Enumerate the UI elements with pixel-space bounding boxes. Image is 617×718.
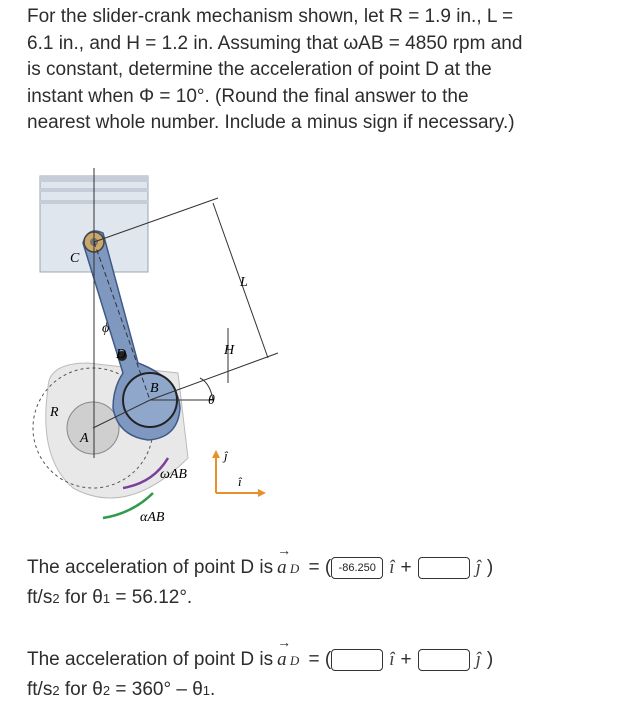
label-c: C [70,251,80,266]
label-j: ĵ [222,448,229,463]
label-d: D [115,347,126,362]
j-hat-icon: ĵ [475,649,481,670]
problem-statement: For the slider-crank mechanism shown, le… [27,4,587,137]
answer-block-1: The acceleration of point D is →a D = ( … [27,544,494,613]
j-component-input-1[interactable] [417,557,470,579]
j-component-input-2[interactable] [417,649,470,671]
label-a: A [79,431,89,446]
vector-a-d-2: →a D [277,636,300,670]
j-hat-icon: ĵ [475,557,481,578]
label-i: î [238,474,243,489]
problem-line-4: instant when Φ = 10°. (Round the final a… [27,85,469,107]
vector-a-d-1: →a D [277,544,300,578]
label-phi: ϕ [102,321,109,336]
problem-line-2: 6.1 in., and H = 1.2 in. Assuming that ω… [27,32,523,54]
i-component-input-1[interactable]: -86.250 [331,557,384,579]
label-b: B [150,381,159,396]
i-hat-icon: î [389,557,395,578]
label-omega: ωAB [160,467,187,482]
answer-prefix-2: The acceleration of point D is [27,649,274,670]
answer-row-1: The acceleration of point D is →a D = ( … [27,544,494,579]
problem-line-5: nearest whole number. Include a minus si… [27,112,515,133]
problem-line-1: For the slider-crank mechanism shown, le… [27,6,514,27]
answer-block-2: The acceleration of point D is →a D = ( … [27,636,494,705]
i-hat-icon: î [389,649,395,670]
label-l: L [239,275,248,290]
answer-prefix-1: The acceleration of point D is [27,557,274,578]
label-r: R [49,405,59,420]
label-theta: θ [208,393,215,408]
problem-line-3: is constant, determine the acceleration … [27,59,492,80]
slider-crank-figure: C D B A R L H θ ϕ ωAB αAB î ĵ [32,168,279,525]
i-component-input-2[interactable] [331,649,384,671]
answer-row-2: The acceleration of point D is →a D = ( … [27,636,494,671]
label-h: H [223,343,235,358]
label-alpha: αAB [140,510,165,525]
